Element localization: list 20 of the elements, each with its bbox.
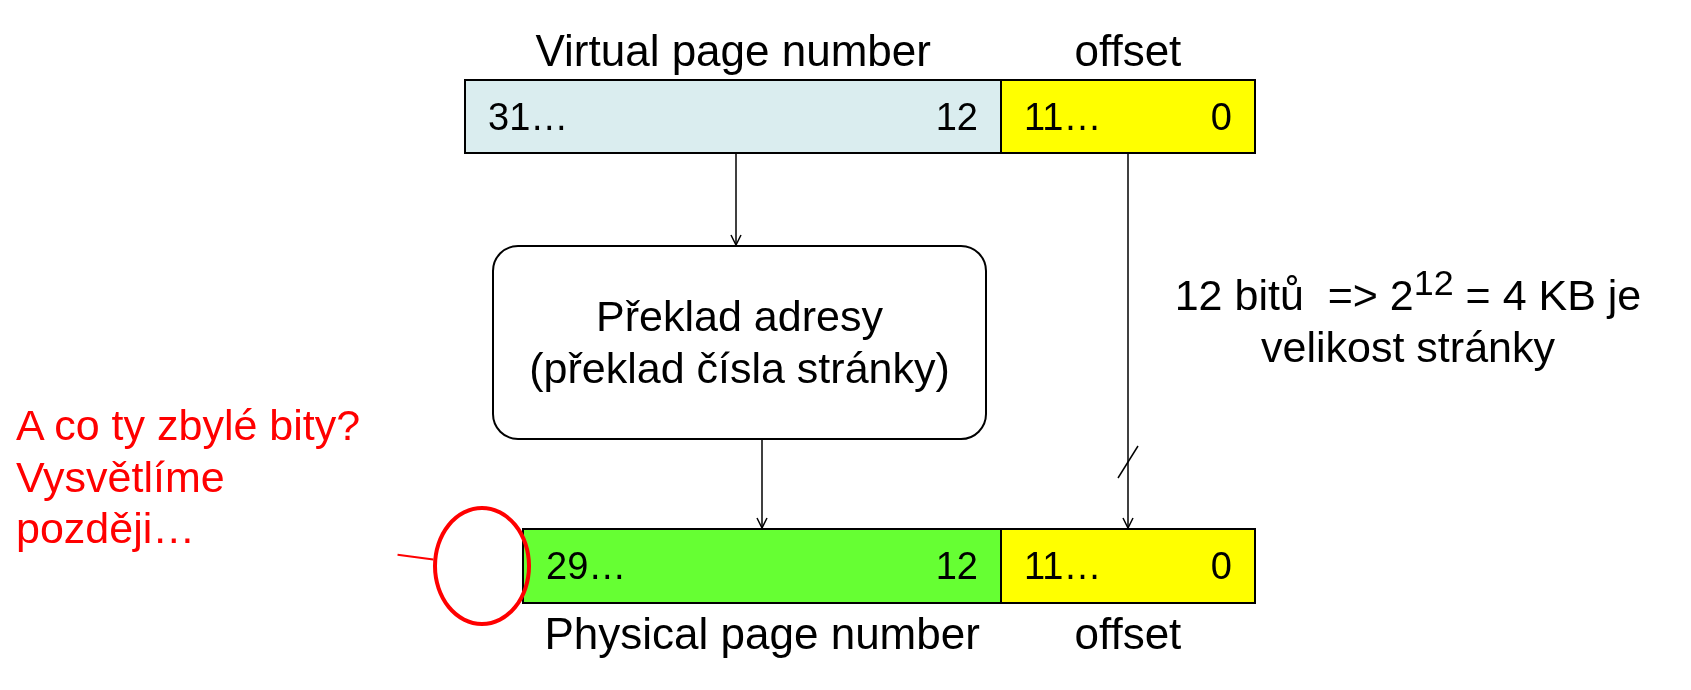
bit-number: 29… <box>546 547 627 585</box>
circle-mark <box>433 506 531 626</box>
bit-number: 31… <box>488 97 569 136</box>
bit-number: 0 <box>1210 97 1232 136</box>
field-heading: offset <box>1074 29 1182 73</box>
arrow <box>1122 153 1134 529</box>
arrow <box>756 439 768 529</box>
process-text: Překlad adresy (překlad čísla stránky) <box>528 290 951 394</box>
bit-number: 11… <box>1024 97 1102 136</box>
field-heading: Virtual page number <box>535 29 931 73</box>
leader-line <box>396 553 435 561</box>
field-heading: offset <box>1074 612 1182 656</box>
process-box <box>492 245 987 440</box>
field-heading: Physical page number <box>544 612 980 656</box>
bit-number: 11… <box>1024 547 1102 585</box>
note-text: A co ty zbylé bity? Vysvětlíme později… <box>16 400 362 555</box>
bit-number: 0 <box>1210 547 1232 585</box>
bit-number: 12 <box>935 97 978 136</box>
bit-number: 12 <box>935 547 978 585</box>
arrow <box>730 153 742 246</box>
